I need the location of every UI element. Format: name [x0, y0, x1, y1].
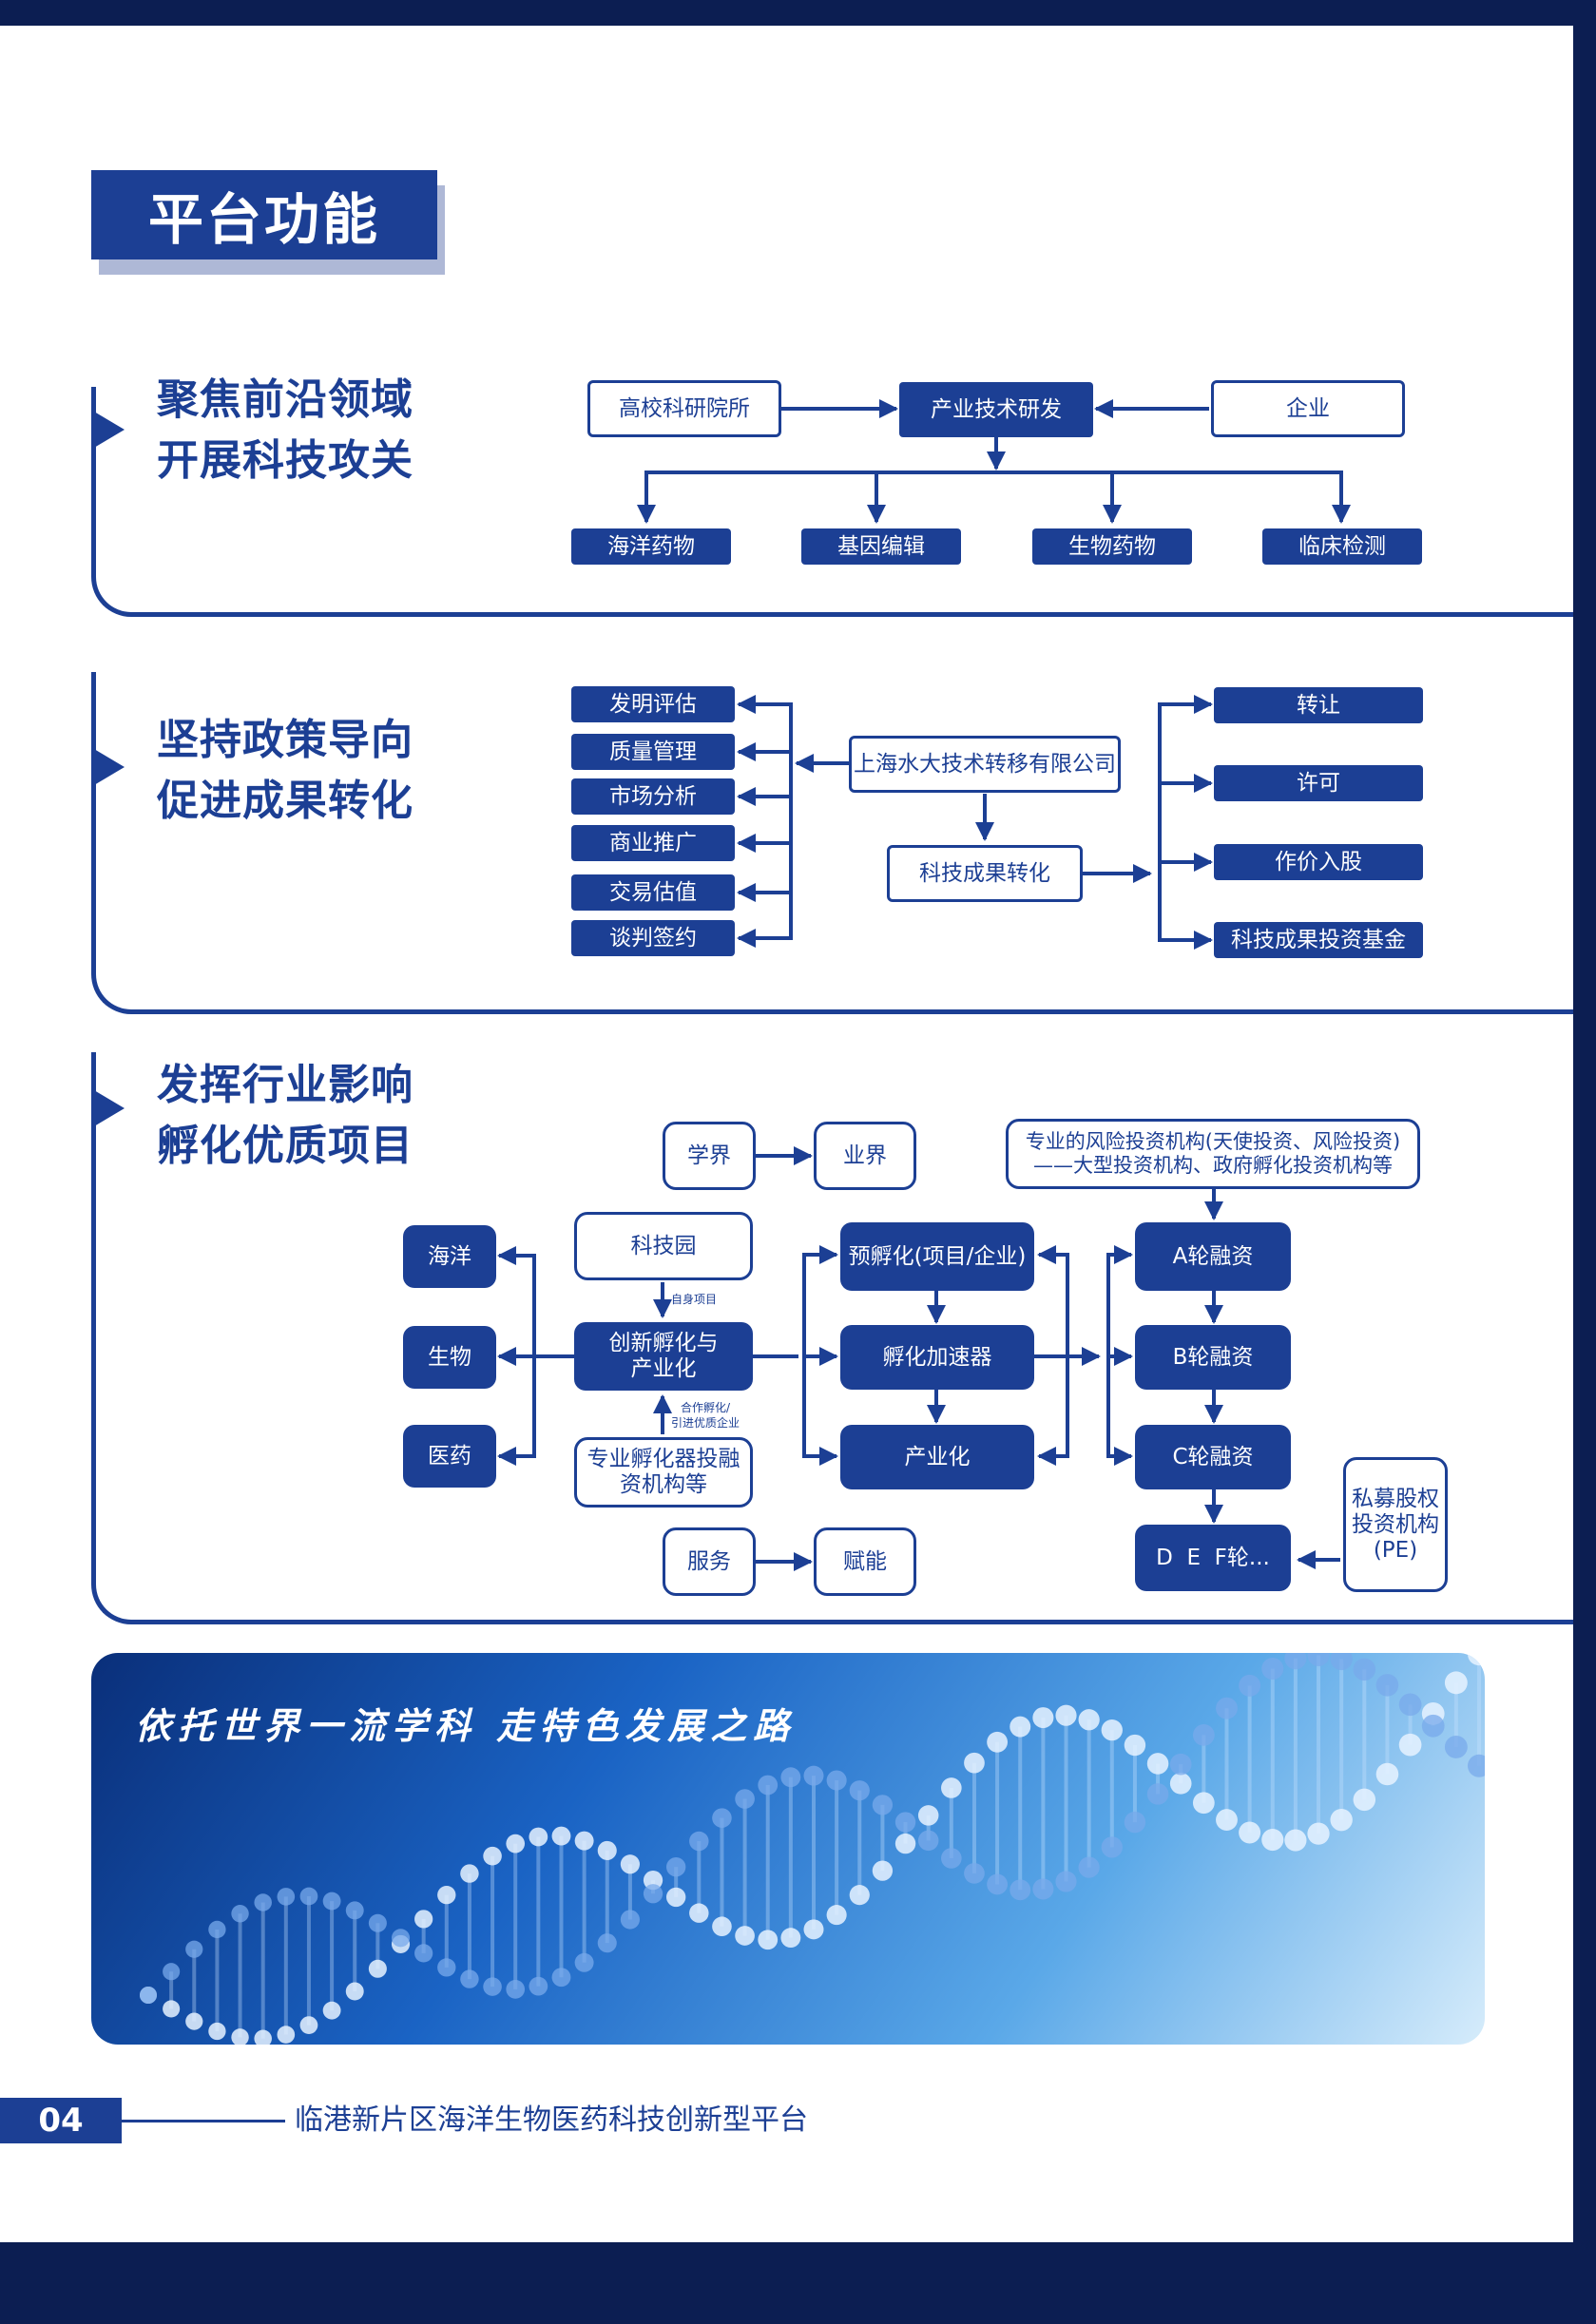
service-quality-management: 质量管理 [571, 734, 735, 770]
section-3-heading-line1: 发挥行业影响 [157, 1061, 413, 1109]
innovation-incubation-line2: 产业化 [630, 1356, 697, 1381]
cooperation-note-line2: 引进优质企业 [671, 1416, 740, 1430]
section-1-marker [94, 412, 125, 448]
vc-institutions-line1: 专业的风险投资机构(天使投资、风险投资) [1025, 1130, 1401, 1153]
service-negotiation: 谈判签约 [571, 920, 735, 956]
mode-equity: 作价入股 [1214, 844, 1423, 880]
field-clinical-testing: 临床检测 [1262, 528, 1422, 565]
section-2-heading-line1: 坚持政策导向 [157, 716, 413, 764]
innovation-incubation-line1: 创新孵化与 [608, 1331, 719, 1355]
banner-slogan: 依托世界一流学科 走特色发展之路 [135, 1705, 797, 1747]
section-1-frame [91, 387, 1573, 617]
section-2-frame [91, 672, 1573, 1014]
empower-box: 赋能 [814, 1527, 916, 1596]
stage-pre-incubation: 预孵化(项目/企业) [840, 1222, 1034, 1291]
mode-transfer: 转让 [1214, 687, 1423, 723]
round-c: C轮融资 [1135, 1425, 1291, 1489]
dna-banner: 依托世界一流学科 走特色发展之路 [91, 1653, 1485, 2045]
domain-marine: 海洋 [403, 1225, 496, 1288]
section-1-heading: 聚焦前沿领域 开展科技攻关 [157, 370, 413, 491]
service-invention-evaluation: 发明评估 [571, 686, 735, 722]
incubator-investor-box: 专业孵化器投融 资机构等 [574, 1437, 753, 1508]
industry-box: 业界 [814, 1122, 916, 1190]
service-box: 服务 [663, 1527, 756, 1596]
field-bio-drug: 生物药物 [1032, 528, 1192, 565]
innovation-incubation-box: 创新孵化与 产业化 [574, 1322, 753, 1391]
tech-transfer-company-box: 上海水大技术转移有限公司 [849, 736, 1121, 793]
service-promotion: 商业推广 [571, 825, 735, 861]
section-1-heading-line2: 开展科技攻关 [157, 436, 413, 485]
domain-medicine: 医药 [403, 1425, 496, 1488]
dna-helix-image [140, 1653, 1485, 2045]
section-3-marker [94, 1090, 125, 1126]
academia-box: 学界 [663, 1122, 756, 1190]
bottom-band [0, 2242, 1596, 2324]
section-2-heading: 坚持政策导向 促进成果转化 [157, 710, 413, 832]
own-projects-note: 自身项目 [671, 1293, 718, 1306]
page-number: 04 [0, 2098, 122, 2143]
brochure-page: 平台功能 聚焦前沿领域 开展科技攻关 坚持政策导向 促进成果转化 发挥行业影响 … [0, 26, 1573, 2242]
field-marine-drug: 海洋药物 [571, 528, 731, 565]
section-2-marker [94, 749, 125, 785]
section-3-frame [91, 1052, 1573, 1624]
industrial-rd-box: 产业技术研发 [899, 382, 1093, 437]
section-1-heading-line1: 聚焦前沿领域 [157, 375, 413, 424]
stage-accelerator: 孵化加速器 [840, 1325, 1034, 1390]
service-market-analysis: 市场分析 [571, 778, 735, 815]
field-gene-editing: 基因编辑 [801, 528, 961, 565]
section-2-heading-line2: 促进成果转化 [157, 777, 413, 825]
incubator-investor-line2: 资机构等 [620, 1472, 707, 1497]
pe-investor-line1: 私募股权 [1352, 1486, 1439, 1511]
round-def: D E F轮... [1135, 1525, 1291, 1591]
vc-institutions-line2: ——大型投资机构、政府孵化投资机构等 [1033, 1154, 1393, 1177]
enterprise-box: 企业 [1211, 380, 1405, 437]
pe-investor-line3: (PE) [1373, 1537, 1418, 1563]
science-park-box: 科技园 [574, 1212, 753, 1280]
footer-divider [122, 2120, 285, 2122]
mode-investment-fund: 科技成果投资基金 [1214, 922, 1423, 958]
service-valuation: 交易估值 [571, 874, 735, 911]
cooperation-note-line1: 合作孵化/ [680, 1401, 731, 1414]
tech-achievement-transfer-box: 科技成果转化 [887, 845, 1083, 902]
section-3-heading-line2: 孵化优质项目 [157, 1122, 413, 1170]
mode-license: 许可 [1214, 765, 1423, 801]
stage-industrialization: 产业化 [840, 1425, 1034, 1489]
domain-bio: 生物 [403, 1326, 496, 1389]
page-title: 平台功能 [91, 170, 437, 259]
vc-institutions-box: 专业的风险投资机构(天使投资、风险投资) ——大型投资机构、政府孵化投资机构等 [1006, 1119, 1420, 1189]
pe-investor-line2: 投资机构 [1352, 1511, 1439, 1537]
cooperation-note: 合作孵化/ 引进优质企业 [671, 1400, 740, 1431]
incubator-investor-line1: 专业孵化器投融 [586, 1447, 740, 1471]
round-a: A轮融资 [1135, 1222, 1291, 1291]
round-b: B轮融资 [1135, 1325, 1291, 1390]
university-research-box: 高校科研院所 [587, 380, 781, 437]
pe-investor-box: 私募股权 投资机构 (PE) [1343, 1457, 1448, 1592]
footer-platform-name: 临港新片区海洋生物医药科技创新型平台 [295, 2103, 808, 2137]
section-3-heading: 发挥行业影响 孵化优质项目 [157, 1055, 413, 1177]
